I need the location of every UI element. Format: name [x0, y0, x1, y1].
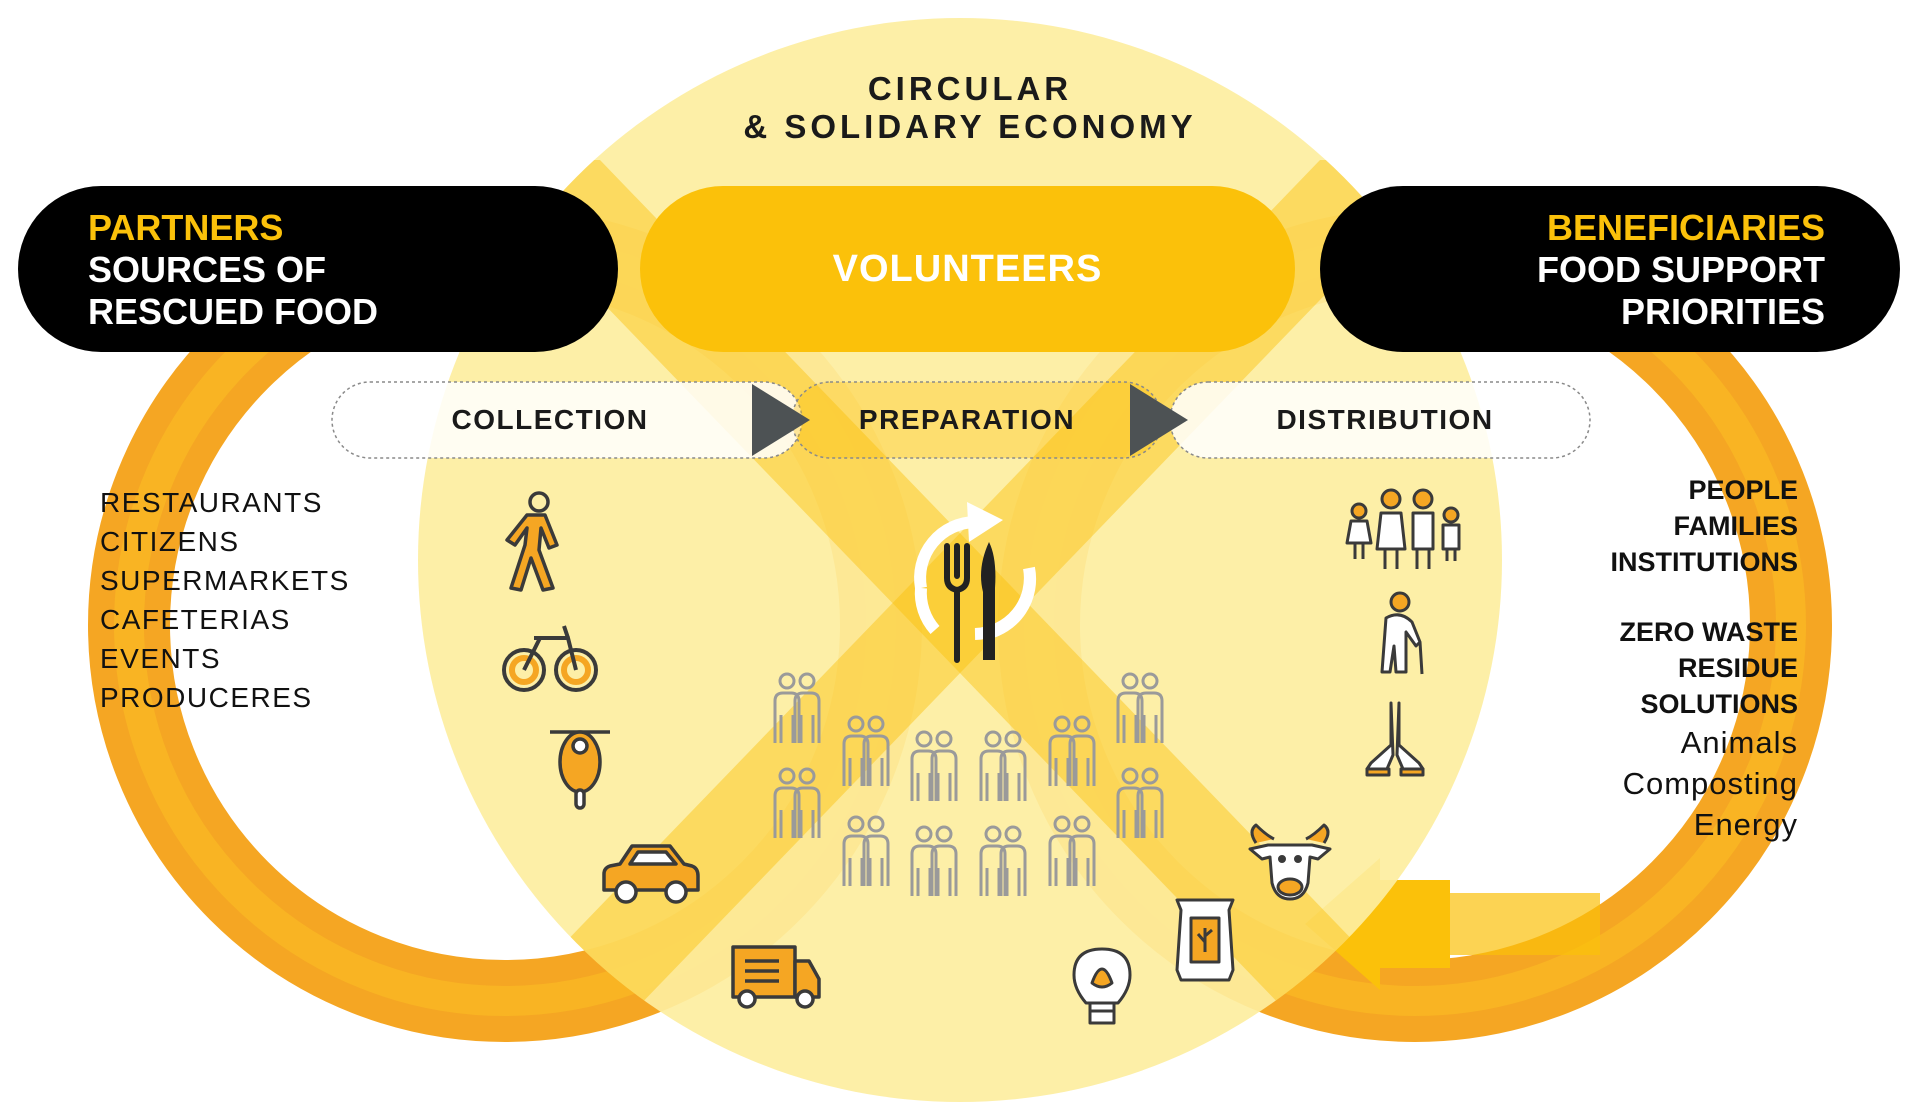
preparation-pill: [791, 381, 1163, 459]
list-item: PRODUCERES: [100, 682, 313, 713]
partners-block: PARTNERS SOURCES OF RESCUED FOOD: [88, 207, 378, 333]
arrow-right-icon: [752, 384, 810, 456]
lightbulb-leaf-icon: [1072, 947, 1132, 1025]
arrow-right-icon: [1130, 384, 1188, 456]
praying-hands-icon: [1365, 701, 1425, 777]
x-band: [465, 160, 1455, 1010]
beneficiaries-pill: [1320, 186, 1900, 352]
recycle-cutlery-icon: [914, 502, 1037, 663]
list-item: PEOPLE: [1688, 475, 1798, 505]
van-icon: [731, 945, 821, 1009]
list-item: CITIZENS: [100, 526, 240, 557]
walking-person-icon: [505, 491, 559, 592]
list-item: ZERO WASTE: [1619, 617, 1798, 647]
volunteers-pill: [640, 186, 1295, 352]
compost-bag-icon: [1175, 898, 1235, 982]
list-item: SOLUTIONS: [1640, 689, 1798, 719]
list-item: Energy: [1693, 807, 1798, 842]
list-item: SUPERMARKETS: [100, 565, 350, 596]
beneficiaries-heading: BENEFICIARIES: [1546, 207, 1825, 248]
stage-distribution: DISTRIBUTION: [1276, 404, 1494, 435]
list-item: EVENTS: [100, 643, 222, 674]
volunteers-label: VOLUNTEERS: [832, 248, 1103, 290]
stage-preparation: PREPARATION: [858, 404, 1076, 435]
collection-pill: [331, 381, 803, 459]
beneficiaries-block: BENEFICIARIES FOOD SUPPORT PRIORITIES: [1537, 207, 1825, 333]
title-line-1: CIRCULAR: [867, 70, 1073, 107]
family-icon: [1345, 488, 1461, 569]
list-item: CAFETERIAS: [100, 604, 291, 635]
list-item: FAMILIES: [1673, 511, 1798, 541]
list-item: INSTITUTIONS: [1610, 547, 1799, 577]
recipients-list: PEOPLE FAMILIES INSTITUTIONS: [1611, 472, 1799, 580]
list-item: Animals: [1680, 725, 1798, 760]
beneficiaries-line-1: FOOD SUPPORT: [1536, 249, 1825, 290]
list-item: Composting: [1622, 766, 1798, 801]
partners-line-2: RESCUED FOOD: [88, 291, 379, 332]
bicycle-icon: [502, 625, 598, 692]
elderly-person-icon: [1380, 591, 1424, 675]
scooter-icon: [550, 730, 610, 810]
car-icon: [602, 844, 700, 904]
title-line-2: & SOLIDARY ECONOMY: [743, 108, 1197, 145]
partners-heading: PARTNERS: [88, 207, 284, 248]
cow-icon: [1248, 823, 1332, 901]
residue-uses-list: Animals Composting Energy: [1623, 722, 1798, 845]
beneficiaries-line-2: PRIORITIES: [1620, 291, 1825, 332]
stage-collection: COLLECTION: [451, 404, 649, 435]
sources-list: RESTAURANTS CITIZENS SUPERMARKETS CAFETE…: [100, 483, 350, 717]
zero-waste-list: ZERO WASTE RESIDUE SOLUTIONS: [1619, 614, 1798, 722]
list-item: RESIDUE: [1677, 653, 1798, 683]
partners-line-1: SOURCES OF: [88, 249, 327, 290]
partners-pill: [18, 186, 618, 352]
loop-arrow-head: [1305, 858, 1450, 990]
diagram-title: CIRCULAR & SOLIDARY ECONOMY: [640, 70, 1300, 146]
list-item: RESTAURANTS: [100, 487, 323, 518]
